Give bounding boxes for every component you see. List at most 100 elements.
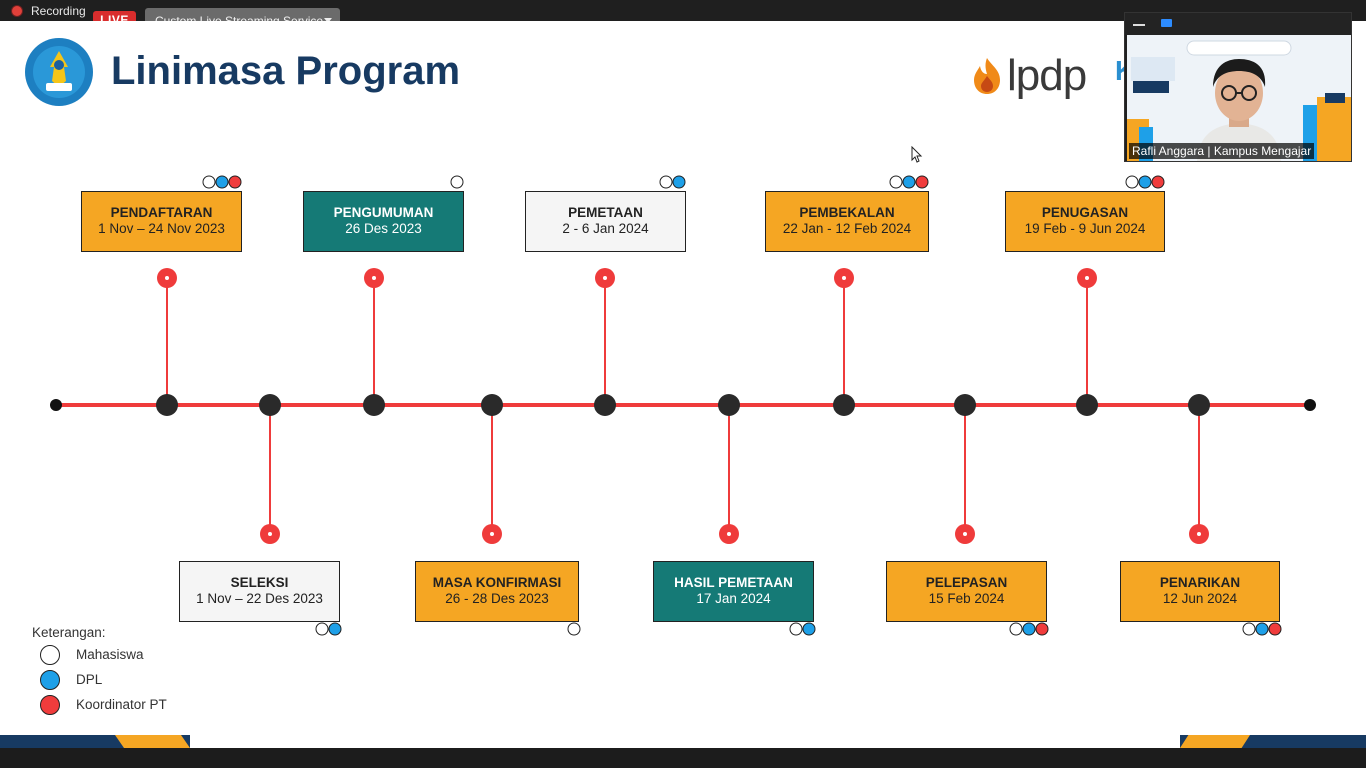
milestone-penugasan-role-koordinator-icon (1151, 175, 1165, 189)
milestone-masa-konfirmasi-date: 26 - 28 Des 2023 (445, 591, 549, 606)
milestone-hasil-pemetaan-pin-dot (727, 532, 731, 536)
tut-wuri-handayani-logo (25, 38, 93, 106)
meeting-top-bar (0, 0, 1366, 21)
legend-label-koordinator: Koordinator PT (76, 697, 167, 712)
milestone-penugasan-pin-dot (1085, 276, 1089, 280)
participant-video-tile[interactable]: Rafli Anggara | Kampus Mengajar (1124, 12, 1352, 162)
timeline-start-node (50, 399, 62, 411)
milestone-pembekalan-role-dpl-icon (902, 175, 916, 189)
milestone-penarikan-role-mahasiswa-icon (1242, 622, 1256, 636)
milestone-pembekalan-date: 22 Jan - 12 Feb 2024 (782, 221, 912, 236)
legend-circle-dpl (40, 669, 60, 690)
milestone-penugasan-name: PENUGASAN (1041, 205, 1129, 220)
milestone-masa-konfirmasi-role-mahasiswa-icon (567, 622, 581, 636)
milestone-hasil-pemetaan-name: HASIL PEMETAAN (674, 575, 793, 590)
milestone-hasil-pemetaan-role-mahasiswa-icon (789, 622, 803, 636)
milestone-pemetaan-role-mahasiswa-icon (659, 175, 673, 189)
milestone-seleksi-pin-dot (268, 532, 272, 536)
milestone-hasil-pemetaan-role-dpl-icon (802, 622, 816, 636)
milestone-pelepasan-node (954, 394, 976, 416)
lpdp-logo: lpdp (970, 51, 1087, 101)
legend-label-mahasiswa: Mahasiswa (76, 647, 144, 662)
milestone-pelepasan-role-koordinator-icon (1035, 622, 1049, 636)
maximize-icon[interactable] (1161, 19, 1172, 27)
legend-circle-mahasiswa (40, 644, 60, 665)
timeline-end-node (1304, 399, 1316, 411)
recording-indicator[interactable]: Recording (12, 3, 86, 18)
milestone-penarikan-role-dpl-icon (1255, 622, 1269, 636)
participant-name-label: Rafli Anggara | Kampus Mengajar (1129, 143, 1315, 159)
participant-video: Rafli Anggara | Kampus Mengajar (1127, 35, 1351, 161)
bottom-stripe-left-accent (115, 735, 190, 748)
milestone-seleksi-role-dpl-icon (328, 622, 342, 636)
lpdp-logo-text: lpdp (1007, 51, 1087, 100)
milestone-seleksi-role-mahasiswa-icon (315, 622, 329, 636)
milestone-seleksi-node (259, 394, 281, 416)
milestone-pembekalan-node (833, 394, 855, 416)
milestone-pendaftaran-role-koordinator-icon (228, 175, 242, 189)
lpdp-flame-icon (974, 58, 1000, 94)
bottom-stripe-right-accent (1180, 735, 1250, 748)
recording-dot-icon (12, 5, 22, 16)
legend-item-koordinator: Koordinator PT (32, 692, 167, 717)
milestone-penugasan-role-mahasiswa-icon (1125, 175, 1139, 189)
milestone-pemetaan-role-dpl-icon (672, 175, 686, 189)
legend-item-mahasiswa: Mahasiswa (32, 642, 167, 667)
milestone-hasil-pemetaan-date: 17 Jan 2024 (696, 591, 771, 606)
recording-label: Recording (31, 3, 86, 18)
milestone-seleksi-name: SELEKSI (230, 575, 289, 590)
milestone-pemetaan-pin-dot (603, 276, 607, 280)
milestone-pendaftaran-node (156, 394, 178, 416)
milestone-pembekalan-role-koordinator-icon (915, 175, 929, 189)
milestone-pemetaan-node (594, 394, 616, 416)
slide-title: Linimasa Program (111, 49, 461, 93)
milestone-penarikan-pin-dot (1197, 532, 1201, 536)
milestone-pemetaan-date: 2 - 6 Jan 2024 (562, 221, 649, 236)
legend-circle-koordinator (40, 694, 60, 715)
milestone-pelepasan-pin-dot (963, 532, 967, 536)
milestone-penarikan-name: PENARIKAN (1159, 575, 1241, 590)
milestone-pelepasan-role-mahasiswa-icon (1009, 622, 1023, 636)
milestone-penugasan-date: 19 Feb - 9 Jun 2024 (1024, 221, 1146, 236)
mouse-cursor-icon (911, 146, 923, 163)
milestone-pembekalan-role-mahasiswa-icon (889, 175, 903, 189)
milestone-pembekalan-name: PEMBEKALAN (799, 205, 895, 220)
milestone-pemetaan-name: PEMETAAN (568, 205, 643, 220)
milestone-hasil-pemetaan-node (718, 394, 740, 416)
milestone-pendaftaran-role-mahasiswa-icon (202, 175, 216, 189)
milestone-pelepasan-name: PELEPASAN (925, 575, 1008, 590)
milestone-pendaftaran-name: PENDAFTARAN (110, 205, 213, 220)
milestone-penugasan-node (1076, 394, 1098, 416)
milestone-penarikan-node (1188, 394, 1210, 416)
milestone-masa-konfirmasi-name: MASA KONFIRMASI (432, 575, 562, 590)
milestone-penugasan-role-dpl-icon (1138, 175, 1152, 189)
milestone-pengumuman-name: PENGUMUMAN (333, 205, 434, 220)
milestone-pendaftaran-role-dpl-icon (215, 175, 229, 189)
milestone-pembekalan-pin-dot (842, 276, 846, 280)
milestone-seleksi-date: 1 Nov – 22 Des 2023 (196, 591, 323, 606)
legend: Keterangan: Mahasiswa DPL Koordinator PT (32, 625, 167, 717)
chevron-down-icon (324, 18, 332, 23)
legend-item-dpl: DPL (32, 667, 167, 692)
milestone-pendaftaran-pin-dot (165, 276, 169, 280)
legend-title: Keterangan: (32, 625, 106, 640)
milestone-pengumuman-pin-dot (372, 276, 376, 280)
milestone-masa-konfirmasi-node (481, 394, 503, 416)
milestone-masa-konfirmasi-pin-dot (490, 532, 494, 536)
minimize-icon[interactable] (1133, 24, 1145, 26)
legend-label-dpl: DPL (76, 672, 103, 687)
milestone-pendaftaran-date: 1 Nov – 24 Nov 2023 (98, 221, 225, 236)
milestone-penarikan-role-koordinator-icon (1268, 622, 1282, 636)
milestone-pelepasan-date: 15 Feb 2024 (928, 591, 1005, 606)
video-tile-header (1125, 13, 1351, 35)
milestone-pengumuman-role-mahasiswa-icon (450, 175, 464, 189)
